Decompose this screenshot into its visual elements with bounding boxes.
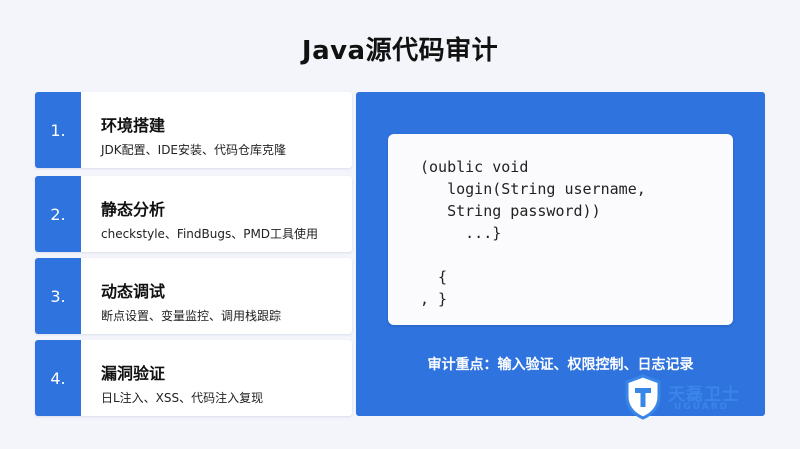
- page-title: Java源代码审计: [301, 36, 499, 66]
- shield-icon: [625, 374, 661, 420]
- brand-logo: 天磊卫士 UGUARD: [624, 374, 774, 424]
- step-number: 3.: [35, 258, 81, 334]
- step-card-static: 2. 静态分析 checkstyle、FindBugs、PMD工具使用: [35, 176, 352, 252]
- brand-name: 天磊卫士: [668, 385, 740, 405]
- audit-focus-text: 审计重点：输入验证、权限控制、日志记录: [427, 357, 694, 373]
- step-description: JDK配置、IDE安装、代码仓库克隆: [101, 143, 287, 157]
- step-number: 4.: [35, 340, 81, 416]
- step-description: 断点设置、变量监控、调用栈跟踪: [101, 309, 282, 323]
- step-title: 漏洞验证: [101, 364, 166, 383]
- step-title: 静态分析: [101, 200, 166, 219]
- step-description: checkstyle、FindBugs、PMD工具使用: [101, 227, 319, 241]
- step-description: 日L注入、XSS、代码注入复现: [101, 391, 264, 405]
- step-number: 1.: [35, 92, 81, 168]
- code-panel: (oublic void login(String username, Stri…: [356, 92, 765, 416]
- code-snippet: (oublic void login(String username, Stri…: [420, 158, 646, 308]
- code-card: (oublic void login(String username, Stri…: [388, 134, 733, 325]
- step-card-env: 1. 环境搭建 JDK配置、IDE安装、代码仓库克隆: [35, 92, 352, 168]
- step-title: 环境搭建: [101, 116, 166, 135]
- step-card-dynamic: 3. 动态调试 断点设置、变量监控、调用栈跟踪: [35, 258, 352, 334]
- brand-english: UGUARD: [674, 402, 730, 412]
- step-title: 动态调试: [101, 282, 166, 301]
- step-number: 2.: [35, 176, 81, 252]
- step-card-vuln: 4. 漏洞验证 日L注入、XSS、代码注入复现: [35, 340, 352, 416]
